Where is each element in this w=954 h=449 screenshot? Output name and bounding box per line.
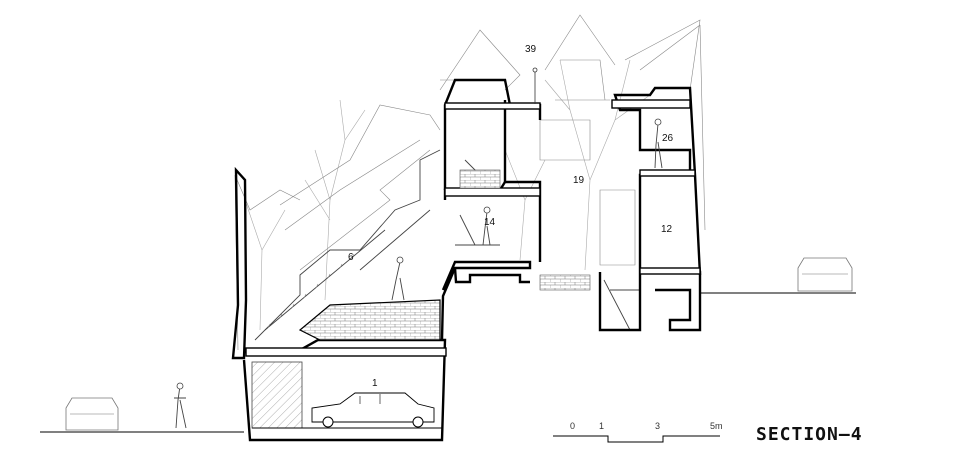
room-label-19: 19 (573, 175, 585, 186)
room-label-39: 39 (525, 44, 537, 55)
background-trees (244, 59, 651, 331)
drawing-title: SECTION—4 (756, 424, 863, 445)
car-right-street (797, 257, 853, 292)
room-label-12: 12 (661, 224, 673, 235)
scale-tick-5m: 5m (710, 421, 723, 431)
roof-antenna (532, 67, 538, 104)
scale-tick-3: 3 (655, 421, 660, 431)
room-label-6: 6 (348, 252, 354, 263)
room-label-1: 1 (372, 378, 378, 389)
car-left-street (65, 397, 119, 431)
stairs (254, 149, 640, 341)
person-figures (174, 118, 663, 429)
room-label-26: 26 (662, 133, 674, 144)
floor-slabs (245, 99, 701, 357)
cut-walls (231, 78, 702, 442)
brick-infill (298, 169, 591, 341)
roof-outlines (234, 14, 706, 351)
room-label-14: 14 (484, 217, 496, 228)
scale-tick-1: 1 (599, 421, 604, 431)
room-labels: 1 6 14 19 12 26 39 (348, 44, 674, 389)
car-garage (311, 392, 435, 428)
scale-tick-0: 0 (570, 421, 575, 431)
scale-bar: 0 1 3 5m (553, 421, 723, 443)
ground-line (40, 292, 856, 433)
garage-hatch (251, 361, 442, 429)
